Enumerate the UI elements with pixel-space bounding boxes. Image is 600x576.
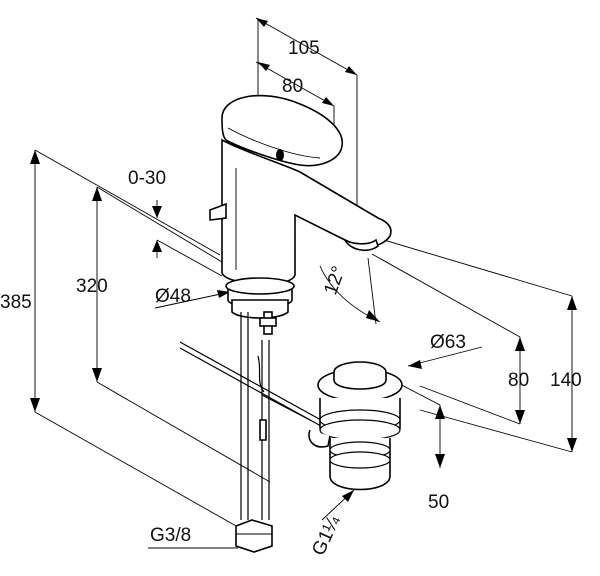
arrow-d48	[217, 290, 230, 298]
arrow-12	[366, 310, 380, 322]
spout-aerator	[343, 237, 379, 252]
arrow-50-bottom	[435, 454, 445, 468]
faucet-handle	[221, 94, 343, 167]
label-140: 140	[550, 370, 582, 391]
label-12-degree: 12°	[320, 264, 350, 298]
label-80-right: 80	[508, 370, 529, 391]
popup-rod	[179, 341, 331, 432]
arrow-80-right-top	[515, 337, 525, 351]
arrow-140-bottom	[567, 438, 577, 452]
ext-line-0-30	[156, 239, 223, 277]
arrow-140-top	[567, 296, 577, 310]
hose-clip	[257, 355, 265, 393]
drain-rod-connector	[308, 429, 331, 448]
ext-line-385-top	[34, 149, 221, 256]
arrow-385-bottom	[30, 398, 40, 412]
ext-line-320-bottom	[96, 381, 271, 483]
arrow-105-right	[345, 66, 357, 75]
popup-lever	[209, 202, 227, 221]
arrow-105-left	[256, 18, 268, 27]
arrow-320-bottom	[92, 368, 102, 382]
pop-up-drain	[308, 361, 403, 491]
arrow-0-30-up	[152, 240, 162, 252]
leader-d48	[154, 291, 231, 309]
arrow-80-right-bottom	[515, 410, 525, 424]
label-80-top: 80	[282, 76, 303, 97]
label-0-30: 0-30	[128, 168, 166, 189]
popup-linkage	[261, 394, 311, 421]
label-50: 50	[428, 492, 449, 513]
faucet-body	[209, 94, 392, 335]
popup-rod-upper	[179, 341, 331, 426]
angle-line-12	[367, 257, 377, 325]
ext-line-385-bottom	[34, 411, 253, 536]
arrow-320-top	[92, 187, 102, 201]
base-ring	[225, 277, 295, 295]
arrow-50-top	[435, 405, 445, 419]
arrow-80-left	[258, 62, 270, 71]
arrow-d63	[408, 360, 422, 369]
arrow-0-30-down	[152, 206, 162, 218]
drain-nut-bottom	[329, 451, 391, 469]
ext-line-140-bottom	[419, 409, 573, 453]
label-105: 105	[288, 38, 320, 59]
ext-line-320-top	[96, 186, 223, 263]
stud-nut	[259, 317, 277, 327]
label-d48: Ø48	[155, 286, 191, 307]
handle-dot	[276, 149, 284, 161]
arrow-g114	[342, 490, 354, 502]
ext-line-80-right-top	[371, 253, 521, 338]
label-g114: G1¼	[308, 512, 345, 559]
handle-edge	[227, 127, 321, 159]
drain-plug-side	[333, 372, 387, 390]
arrow-80-right	[322, 97, 334, 106]
hose-tag	[259, 419, 267, 441]
hose-connector	[235, 519, 273, 553]
ext-line-140-top	[356, 231, 573, 297]
drain-thread-2	[319, 419, 401, 441]
arrow-385-top	[30, 150, 40, 164]
dim-line-80-top	[255, 61, 335, 107]
label-d63: Ø63	[430, 332, 466, 353]
label-385: 385	[0, 292, 32, 313]
label-320: 320	[76, 276, 108, 297]
ext-line-80-right-bottom	[419, 385, 521, 425]
label-g38: G3/8	[150, 525, 191, 546]
supply-hoses	[235, 312, 273, 553]
dim-line-105	[255, 17, 358, 76]
